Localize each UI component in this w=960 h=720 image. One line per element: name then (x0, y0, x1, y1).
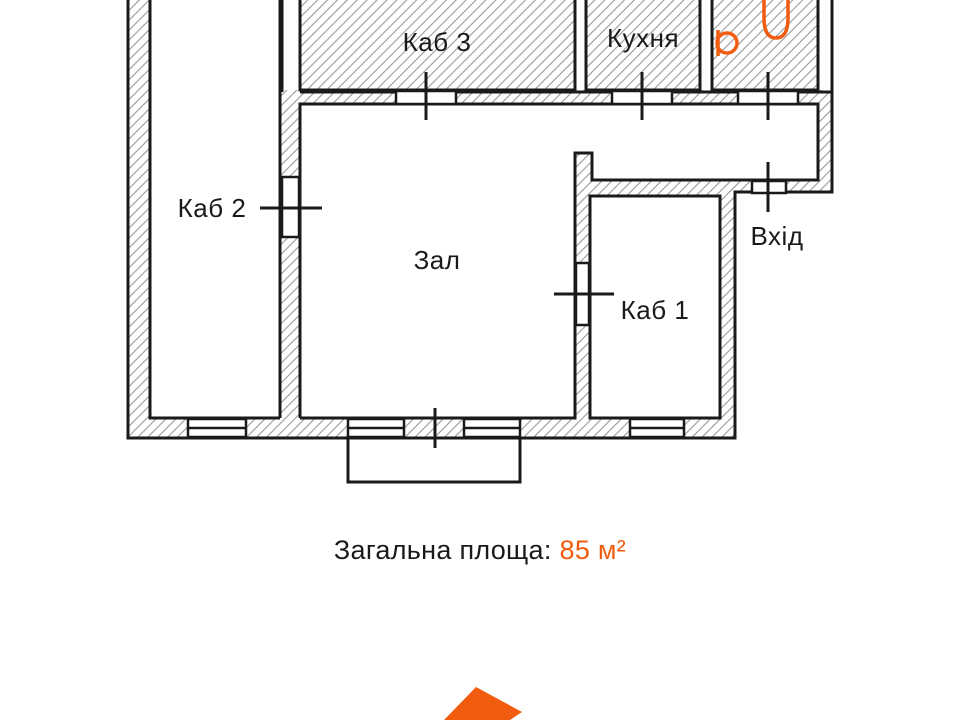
room-label-entrance: Вхід (751, 221, 804, 251)
sink-icon (715, 30, 739, 56)
logo-icon (444, 687, 522, 720)
total-area: Загальна площа: 85 м² (0, 535, 960, 566)
room-label-kab1: Каб 1 (621, 295, 690, 325)
toilet-icon (762, 0, 790, 40)
door-markers (260, 72, 770, 448)
total-area-value: 85 м² (559, 535, 627, 565)
room-label-kitchen: Кухня (607, 23, 679, 53)
room-label-kab3: Каб 3 (403, 27, 472, 57)
room-label-kab2: Каб 2 (178, 193, 247, 223)
total-area-label: Загальна площа: (333, 535, 552, 565)
balcony (346, 438, 522, 484)
room-label-hall: Зал (414, 245, 461, 275)
wall-mass (128, 0, 832, 438)
